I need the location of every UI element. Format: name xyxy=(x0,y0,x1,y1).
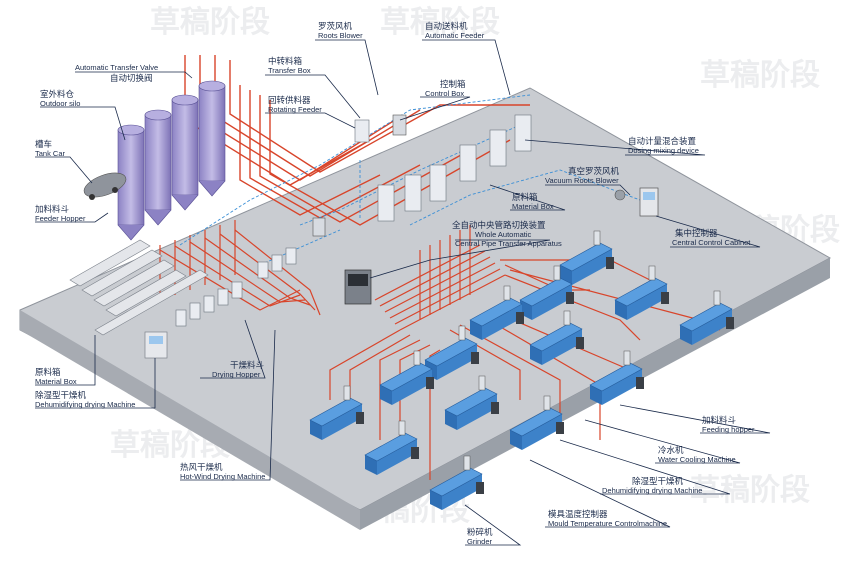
label-transfer-valve-en: Automatic Transfer Valve xyxy=(75,63,158,72)
watermark-text: 草稿阶段 xyxy=(690,473,810,508)
label-hot-wind-zh: 热风干燥机 xyxy=(180,462,223,472)
central-pipe-manifold xyxy=(374,225,506,331)
label-control-box-en: Control Box xyxy=(425,89,464,98)
label-vacuum-blower-en: Vacuum Roots Blower xyxy=(545,176,619,185)
label-roots-blower-en: Roots Blower xyxy=(318,31,363,40)
label-rotating-feeder-en: Rotating Feeder xyxy=(268,105,322,114)
injection-machine xyxy=(559,230,614,285)
injection-machine xyxy=(379,350,434,405)
label-feeder-hopper-en: Feeder Hopper xyxy=(35,214,86,223)
outdoor-silos xyxy=(117,80,226,241)
label-material-box-left-zh: 原料箱 xyxy=(35,367,61,377)
label-outdoor-silo-zh: 室外料仓 xyxy=(40,89,75,99)
label-feeder-hopper-zh: 加料料斗 xyxy=(35,204,70,214)
label-dosing-en: Dosing mixing device xyxy=(628,146,699,155)
label-central-pipe-en2: Central Pipe Transfer Apparatus xyxy=(455,239,562,248)
injection-machine xyxy=(589,350,644,405)
label-dosing-zh: 自动计量混合装置 xyxy=(628,136,697,146)
label-feeding-hopper-en: Feeding hopper xyxy=(702,425,755,434)
central-pipe-transfer-apparatus xyxy=(344,269,372,305)
label-vacuum-blower-zh: 真空罗茨风机 xyxy=(568,166,620,176)
label-transfer-valve-zh: 自动切换阀 xyxy=(110,73,153,83)
drying-hoppers xyxy=(175,247,297,327)
injection-machine xyxy=(444,375,499,430)
label-mould-temp-zh: 模具温度控制器 xyxy=(548,509,608,519)
label-drying-hopper-en: Drying Hopper xyxy=(212,370,261,379)
label-dehum-left-zh: 除湿型干燥机 xyxy=(35,390,87,400)
injection-machines xyxy=(309,230,734,510)
callout-labels: Automatic Transfer Valve 自动切换阀 室外料仓 Outd… xyxy=(35,21,755,546)
watermark-text: 草稿阶段 xyxy=(380,5,500,40)
label-material-box-mid-zh: 原料箱 xyxy=(512,192,538,202)
label-water-cooling-zh: 冷水机 xyxy=(658,445,684,455)
label-auto-feeder-zh: 自动送料机 xyxy=(425,21,468,31)
dehumidifier-cabinet-left xyxy=(144,331,168,359)
label-central-cabinet-zh: 集中控制器 xyxy=(675,228,718,238)
label-drying-hopper-zh: 干燥料斗 xyxy=(230,360,265,370)
injection-machine xyxy=(364,420,419,475)
label-central-cabinet-en: Central Control Cabinet xyxy=(672,238,751,247)
injection-machine xyxy=(529,310,584,365)
injection-machine xyxy=(509,395,564,450)
control-boxes xyxy=(312,114,659,237)
label-mould-temp-en: Mould Temperature Controlmachine xyxy=(548,519,667,528)
label-grinder-zh: 粉碎机 xyxy=(467,527,493,537)
injection-machine xyxy=(424,325,479,380)
label-central-pipe-zh: 全自动中央管路切换装置 xyxy=(452,220,546,230)
auto-feeder-stations xyxy=(354,114,532,222)
material-box-rows xyxy=(69,239,209,336)
label-dehum-right-zh: 除湿型干燥机 xyxy=(632,476,684,486)
watermark-text: 草稿阶段 xyxy=(150,5,270,40)
leader-lines xyxy=(35,39,771,546)
label-tank-car-zh: 槽车 xyxy=(35,139,52,149)
label-roots-blower-zh: 罗茨风机 xyxy=(318,21,353,31)
label-transfer-box-en: Transfer Box xyxy=(268,66,311,75)
label-transfer-box-zh: 中转料箱 xyxy=(268,56,303,66)
watermark-text: 草稿阶段 xyxy=(700,58,820,93)
label-hot-wind-en: Hot-Wind Drying Machine xyxy=(180,472,265,481)
label-water-cooling-en: Water Cooling Machine xyxy=(658,455,736,464)
label-tank-car-en: Tank Car xyxy=(35,149,66,158)
injection-machine xyxy=(614,265,669,320)
label-auto-feeder-en: Automatic Feeder xyxy=(425,31,485,40)
label-dehum-right-en: Dehumidifying drying Machine xyxy=(602,486,702,495)
label-grinder-en: Grinder xyxy=(467,537,493,546)
label-control-box-zh: 控制箱 xyxy=(440,79,466,89)
label-feeding-hopper-zh: 加料料斗 xyxy=(702,415,737,425)
injection-machine xyxy=(679,290,734,345)
label-material-box-mid-en: Material Box xyxy=(512,202,554,211)
injection-machine xyxy=(469,285,524,340)
label-material-box-left-en: Material Box xyxy=(35,377,77,386)
label-dehum-left-en: Dehumidifying drying Machine xyxy=(35,400,135,409)
tank-car xyxy=(83,172,127,200)
label-rotating-feeder-zh: 回转供料器 xyxy=(268,95,311,105)
label-outdoor-silo-en: Outdoor silo xyxy=(40,99,80,108)
injection-machine xyxy=(309,385,364,440)
injection-machine xyxy=(429,455,484,510)
label-central-pipe-en1: Whole Automatic xyxy=(475,230,532,239)
